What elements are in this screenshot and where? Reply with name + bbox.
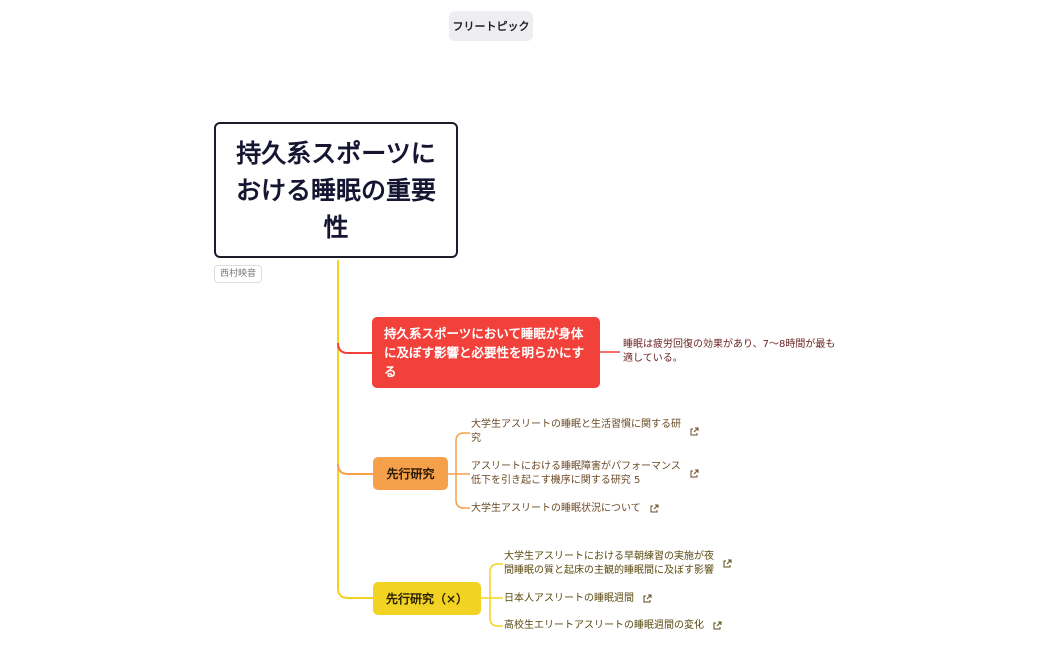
external-link-icon[interactable] — [649, 504, 659, 514]
external-link-icon[interactable] — [642, 594, 652, 604]
leaf-topic[interactable]: 睡眠は疲労回復の効果があり、7〜8時間が最も適している。 — [623, 338, 837, 366]
leaf-topic-link[interactable]: 日本人アスリートの睡眠週間 — [504, 592, 652, 606]
branch-line-red — [337, 342, 372, 354]
branch-node-prior-research[interactable]: 先行研究 — [373, 457, 448, 490]
leaf-topic-link[interactable]: 高校生エリートアスリートの睡眠週間の変化 — [504, 619, 722, 633]
leaf-topic-link[interactable]: 大学生アスリートの睡眠状況について — [471, 502, 659, 516]
leaf-topic-label: アスリートにおける睡眠障害がパフォーマンス低下を引き起こす機序に関する研究 5 — [471, 461, 681, 486]
central-topic[interactable]: 持久系スポーツにおける睡眠の重要性 — [214, 122, 458, 258]
leaf-topic-label: 大学生アスリートの睡眠状況について — [471, 503, 641, 514]
branch-node-label: 先行研究 — [386, 467, 435, 481]
branch-node-label: 持久系スポーツにおいて睡眠が身体に及ぼす影響と必要性を明らかにする — [384, 326, 585, 379]
branch-node-label: 先行研究（×） — [385, 592, 469, 606]
leaf-topic-link[interactable]: 大学生アスリートの睡眠と生活習慣に関する研究 — [471, 418, 699, 446]
leaf-topic-link[interactable]: 大学生アスリートにおける早朝練習の実施が夜間睡眠の質と起床の主観的睡眠間に及ぼす… — [504, 550, 732, 578]
leaf-topic-label: 睡眠は疲労回復の効果があり、7〜8時間が最も適している。 — [623, 339, 836, 364]
branch-line-orange — [337, 463, 373, 475]
leaf-topic-label: 大学生アスリートの睡眠と生活習慣に関する研究 — [471, 419, 681, 444]
leaf-topic-link[interactable]: アスリートにおける睡眠障害がパフォーマンス低下を引き起こす機序に関する研究 5 — [471, 460, 699, 488]
external-link-icon[interactable] — [689, 469, 699, 479]
external-link-icon[interactable] — [712, 621, 722, 631]
leaf-topic-label: 高校生エリートアスリートの睡眠週間の変化 — [504, 620, 704, 631]
author-tag: 西村映音 — [214, 265, 263, 283]
free-topic-button[interactable]: フリートピック — [449, 11, 533, 41]
external-link-icon[interactable] — [722, 559, 732, 569]
branch-node-prior-research-rejected[interactable]: 先行研究（×） — [373, 582, 481, 615]
leaf-line-orange — [448, 432, 470, 509]
external-link-icon[interactable] — [689, 427, 699, 437]
leaf-topic-label: 大学生アスリートにおける早朝練習の実施が夜間睡眠の質と起床の主観的睡眠間に及ぼす… — [504, 551, 714, 576]
leaf-line-yellow — [481, 563, 503, 627]
leaf-topic-label: 日本人アスリートの睡眠週間 — [504, 593, 634, 604]
trunk-line — [337, 260, 373, 599]
central-topic-title: 持久系スポーツにおける睡眠の重要性 — [235, 138, 436, 242]
branch-node-purpose[interactable]: 持久系スポーツにおいて睡眠が身体に及ぼす影響と必要性を明らかにする — [372, 317, 600, 388]
